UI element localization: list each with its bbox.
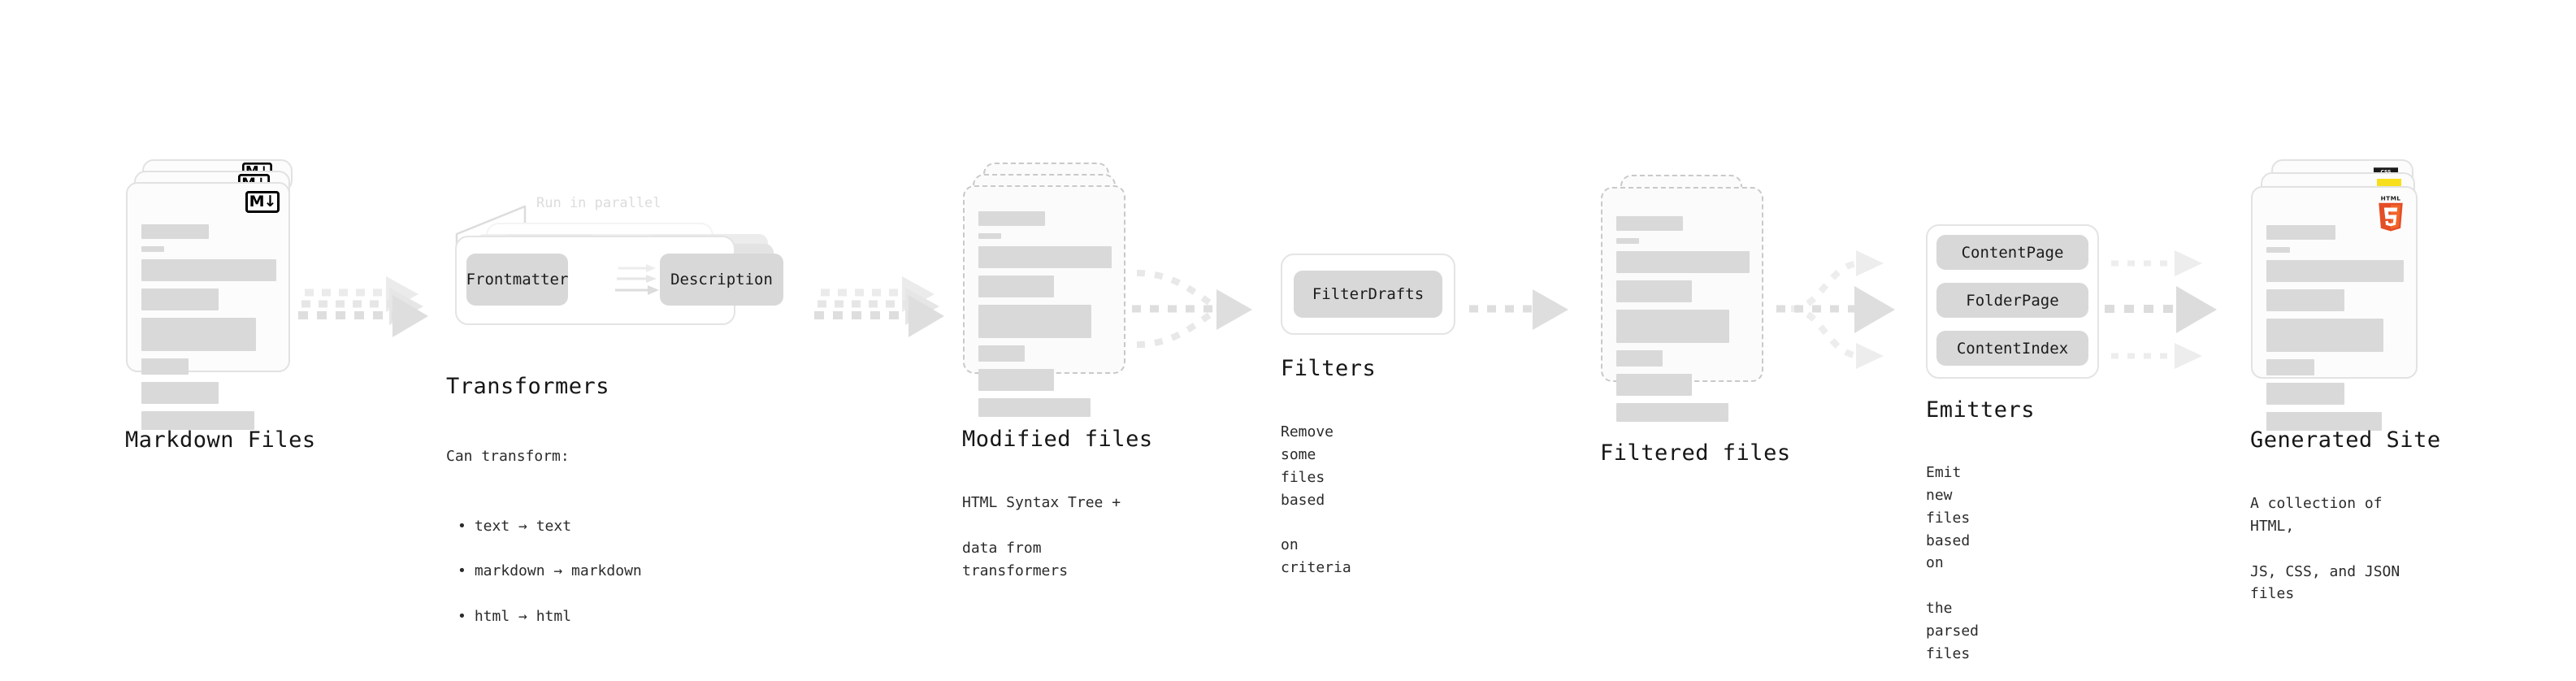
doc-bar	[978, 345, 1026, 362]
doc-bar	[141, 259, 276, 281]
emitters-sub-line-1: Emit new files based on	[1926, 463, 1971, 572]
svg-text:CSS: CSS	[2381, 169, 2392, 175]
arrow-modified-files-to-filters	[1132, 270, 1252, 348]
transformers-bullet-1: text → text	[458, 515, 642, 538]
doc-bar	[978, 398, 1091, 417]
filtered-file-content	[1616, 216, 1750, 429]
stage-markdown-files: M↓ M↓ M↓ Markdown Files	[125, 159, 315, 453]
chip-contentpage[interactable]: ContentPage	[1936, 235, 2088, 270]
doc-bar	[1616, 216, 1683, 231]
markdown-badge-icon: M↓	[245, 191, 280, 213]
generated-site-sub-line-2: JS, CSS, and JSON files	[2250, 562, 2400, 603]
modified-file-content	[978, 211, 1112, 424]
generated-file-content	[2266, 225, 2404, 438]
transformers-bullet-3: html → html	[458, 605, 642, 628]
doc-bar	[1616, 251, 1750, 273]
stage-modified-files: Modified files HTML Syntax Tree + data f…	[962, 163, 1152, 579]
emitters-subtext: Emit new files based on the parsed files	[1926, 439, 1979, 681]
filters-sub-line-1: Remove some files based	[1281, 423, 1334, 509]
run-in-parallel-label: Run in parallel	[536, 195, 661, 211]
generated-site-sub-line-1: A collection of HTML,	[2250, 494, 2383, 535]
emitters-sub-line-2: the parsed files	[1926, 600, 1980, 663]
doc-bar	[1616, 310, 1730, 343]
chip-contentindex[interactable]: ContentIndex	[1936, 331, 2088, 366]
modified-files-subtext: HTML Syntax Tree + data from transformer…	[962, 469, 1134, 605]
doc-bar	[141, 318, 257, 351]
transformers-bullet-list: text → text markdown → markdown html → h…	[458, 492, 642, 651]
doc-bar	[978, 275, 1055, 297]
doc-bar	[141, 246, 165, 252]
stage-title-generated-site: Generated Site	[2250, 427, 2441, 453]
stage-title-markdown-files: Markdown Files	[125, 427, 316, 453]
doc-bar	[1616, 350, 1663, 367]
arrow-filters-to-filtered-files	[1469, 289, 1568, 330]
filtered-file-front	[1601, 187, 1763, 422]
generated-file-front: HTML	[2251, 186, 2418, 431]
doc-bar	[2266, 319, 2383, 352]
doc-bar	[2266, 412, 2382, 431]
doc-bar	[2266, 247, 2290, 253]
doc-bar	[141, 224, 209, 239]
doc-bar	[978, 233, 1001, 239]
modified-file-stack	[963, 163, 1134, 417]
chip-description[interactable]: Description	[660, 254, 783, 306]
stage-title-filters: Filters	[1281, 356, 1377, 381]
modified-files-sub-line-2: data from transformers	[962, 539, 1069, 579]
doc-bar	[2266, 289, 2345, 311]
chip-filterdrafts[interactable]: FilterDrafts	[1294, 271, 1442, 318]
doc-bar	[2266, 383, 2345, 405]
doc-bar	[1616, 280, 1693, 302]
arrow-transformers-to-modified-files	[814, 276, 944, 337]
arrow-markdown-to-transformers	[298, 276, 428, 337]
transformers-sub-heading: Can transform:	[446, 447, 570, 465]
markdown-file-front: M↓	[126, 182, 290, 430]
chip-folderpage[interactable]: FolderPage	[1936, 283, 2088, 318]
doc-bar	[2266, 225, 2335, 240]
svg-text:HTML: HTML	[2381, 194, 2401, 202]
doc-bar	[141, 382, 219, 404]
doc-bar	[2266, 260, 2404, 282]
generated-site-subtext: A collection of HTML, JS, CSS, and JSON …	[2250, 470, 2426, 628]
doc-bar	[1616, 403, 1728, 422]
markdown-file-content	[141, 224, 276, 437]
transformers-bullet-2: markdown → markdown	[458, 560, 642, 583]
markdown-file-stack: M↓ M↓ M↓	[126, 159, 297, 430]
transformers-subtext: Can transform: text → text markdown → ma…	[446, 423, 642, 674]
doc-bar	[978, 211, 1045, 226]
stage-title-filtered-files: Filtered files	[1600, 440, 1791, 466]
stage-title-emitters: Emitters	[1926, 397, 2036, 423]
doc-bar	[1616, 238, 1639, 244]
doc-bar	[141, 411, 255, 430]
stage-generated-site: CSS HTML	[2250, 159, 2440, 602]
doc-bar	[141, 288, 219, 310]
chip-frontmatter[interactable]: Frontmatter	[466, 254, 568, 306]
arrow-filtered-files-to-emitters	[1776, 250, 1895, 369]
filters-sub-line-2: on criteria	[1281, 536, 1351, 577]
generated-site-stack: CSS HTML	[2251, 159, 2426, 431]
arrow-emitters-to-generated-site	[2105, 250, 2217, 369]
stage-title-transformers: Transformers	[446, 374, 610, 399]
modified-files-sub-line-1: HTML Syntax Tree +	[962, 493, 1121, 511]
stage-filtered-files: Filtered files	[1600, 175, 1790, 466]
filtered-file-stack	[1601, 175, 1772, 422]
html5-badge-icon: HTML	[2379, 194, 2403, 232]
doc-bar	[978, 246, 1112, 268]
doc-bar	[978, 305, 1092, 338]
doc-bar	[2266, 359, 2315, 375]
transformer-inner-arrows	[615, 264, 659, 295]
stage-title-modified-files: Modified files	[962, 427, 1153, 452]
modified-file-front	[963, 185, 1125, 417]
doc-bar	[1616, 374, 1693, 396]
doc-bar	[141, 358, 189, 375]
filters-subtext: Remove some files based on criteria	[1281, 398, 1351, 602]
doc-bar	[978, 369, 1055, 391]
